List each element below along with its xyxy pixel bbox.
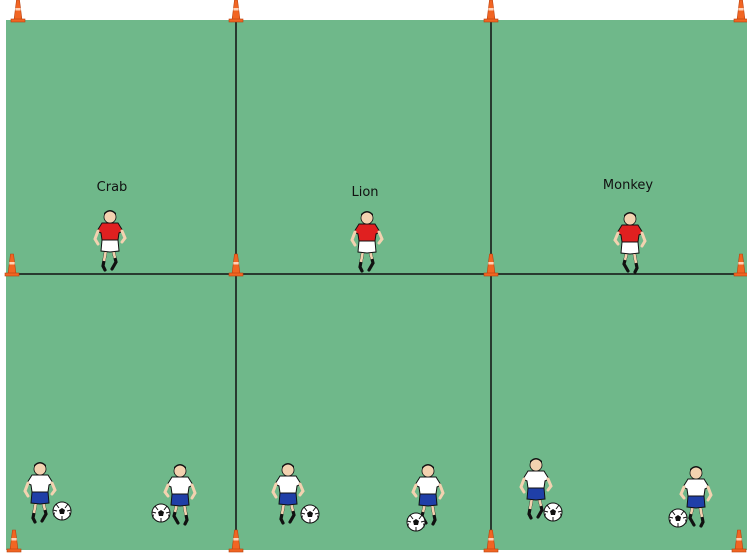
- zone-label-crab: Crab: [97, 180, 128, 195]
- soccer-ball-5: [544, 503, 562, 521]
- soccer-ball-2: [152, 504, 170, 522]
- zone-label-monkey: Monkey: [603, 178, 653, 193]
- soccer-ball-3: [301, 505, 319, 523]
- cone-4: [734, 0, 747, 22]
- grass-field: [6, 20, 747, 550]
- cone-2: [229, 0, 243, 22]
- soccer-ball-6: [669, 509, 687, 527]
- cone-1: [11, 0, 25, 22]
- soccer-ball-1: [53, 502, 71, 520]
- cone-3: [484, 0, 498, 22]
- soccer-ball-4: [407, 513, 425, 531]
- zone-label-lion: Lion: [351, 185, 378, 200]
